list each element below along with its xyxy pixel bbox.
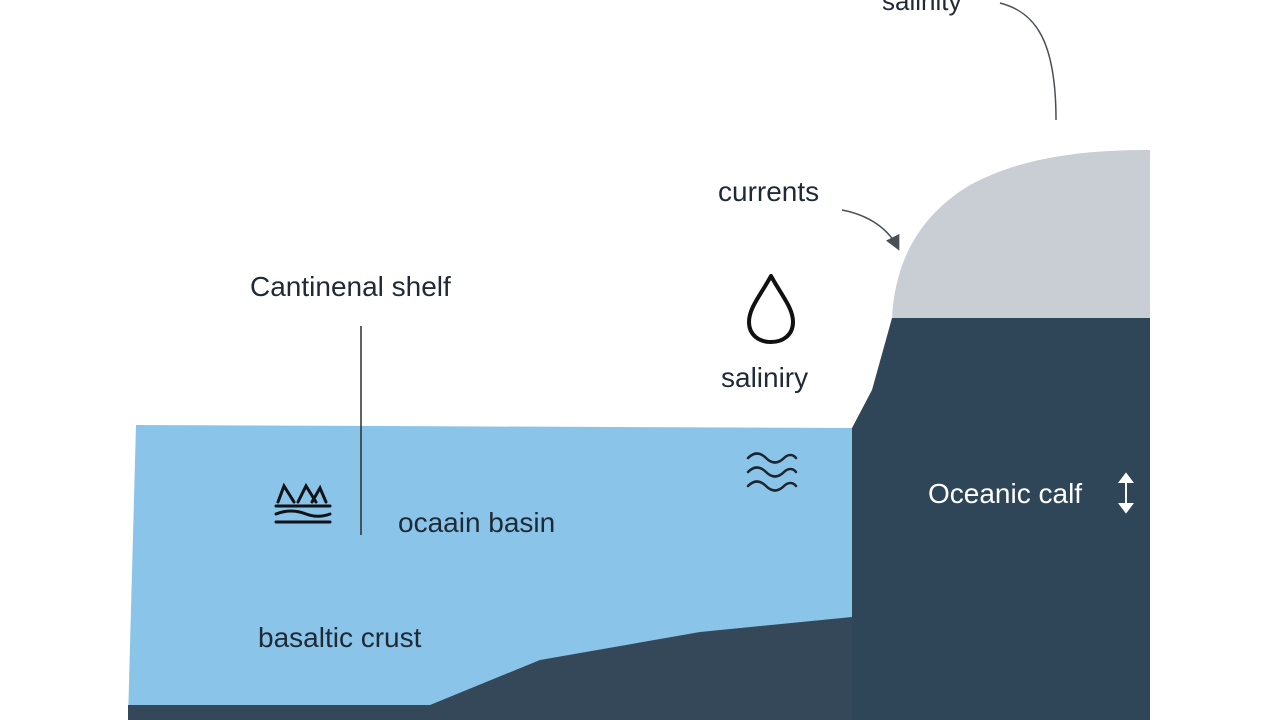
- ship-waves-icon: [274, 482, 332, 524]
- currents-label: currents: [718, 176, 820, 207]
- basaltic-crust-layer: [128, 617, 852, 720]
- land-cap: [892, 150, 1150, 318]
- salinity-top-label: salinity: [882, 0, 962, 16]
- ocean-basin-label: ocaain basin: [398, 507, 556, 538]
- water-drop-icon: [747, 274, 795, 344]
- continental-shelf-label: Cantinenal shelf: [250, 271, 451, 302]
- currents-arrow: [841, 209, 900, 251]
- oceanic-calf-label: Oceanic calf: [928, 478, 1083, 509]
- salinity-label: saliniry: [721, 362, 809, 393]
- basaltic-crust-label: basaltic crust: [258, 622, 422, 653]
- vertical-double-arrow-icon: [1118, 472, 1134, 514]
- salinity-top-arrow: [999, 2, 1057, 121]
- continental-slope: [852, 318, 1150, 720]
- wave-icon: [746, 452, 798, 492]
